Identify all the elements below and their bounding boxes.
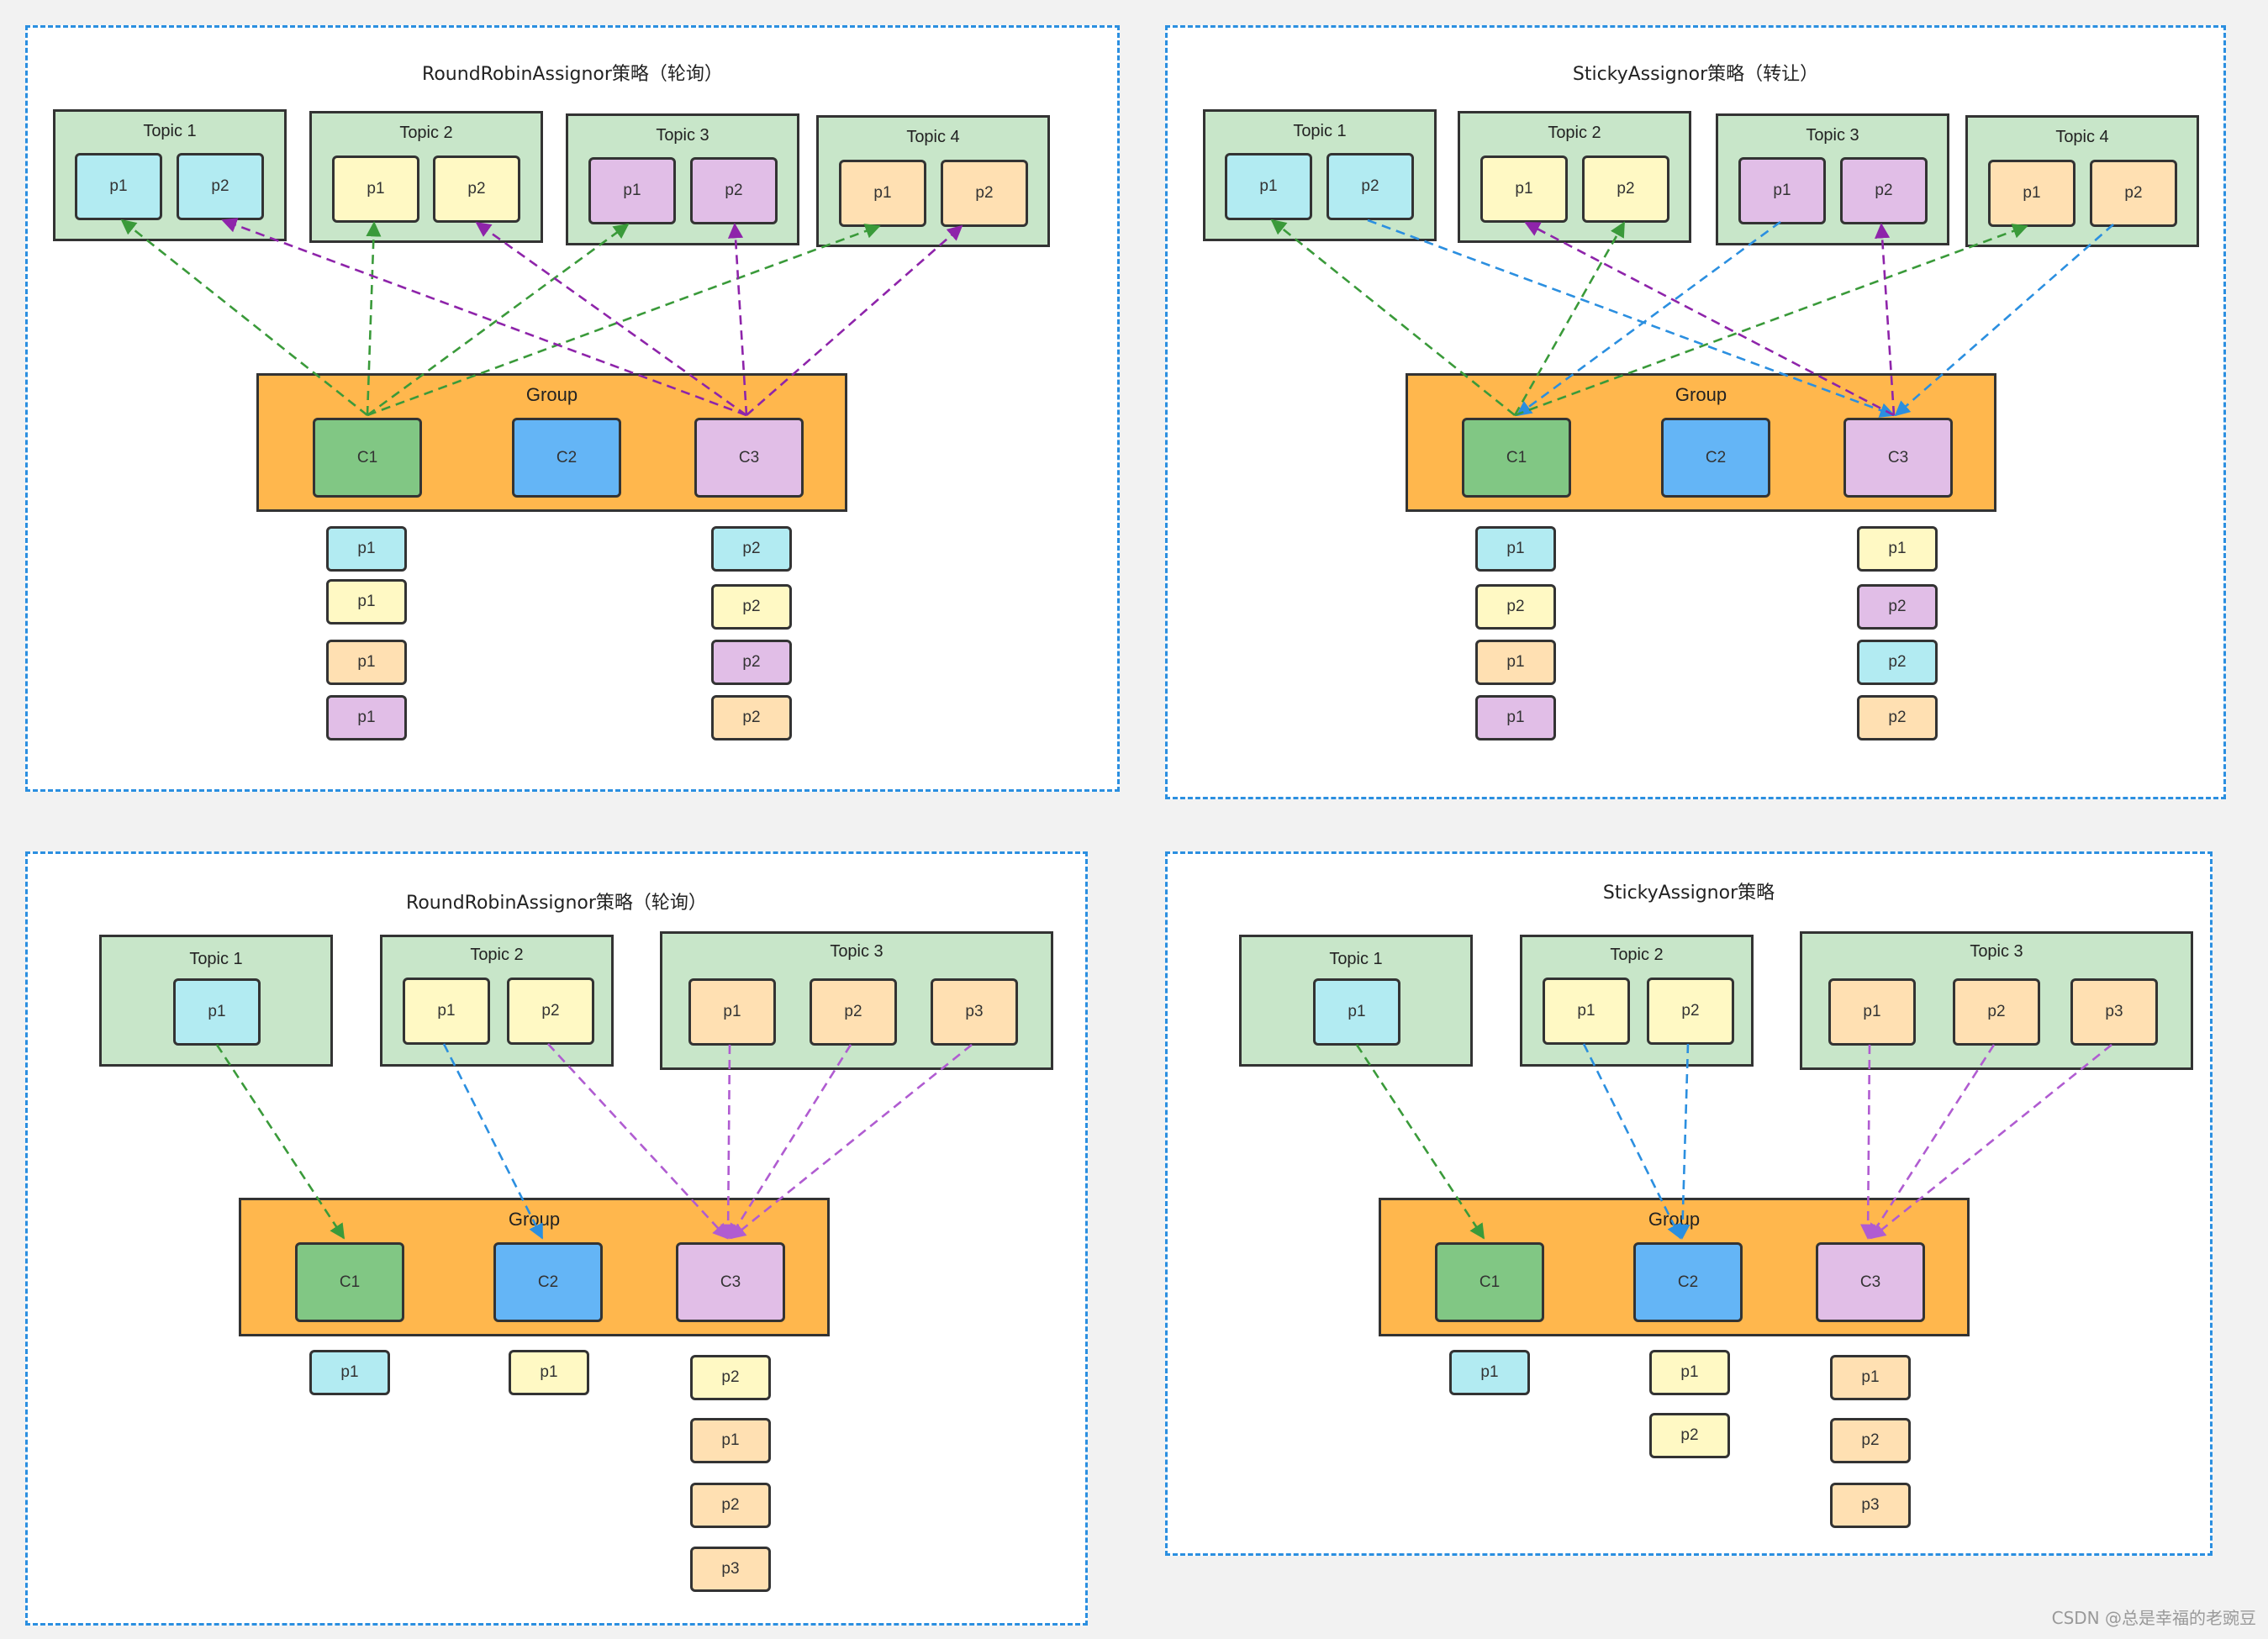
consumer-c1: C1 [1435, 1242, 1544, 1322]
c3-assigned-partition: p2 [1857, 584, 1938, 630]
topic-1-partition-p1: p1 [1313, 978, 1400, 1046]
diagram-panel-roundrobin-bottom: RoundRobinAssignor策略（轮询） Topic 1 p1 Topi… [25, 851, 1088, 1626]
c3-assigned-partition: p2 [1857, 640, 1938, 685]
consumer-c1: C1 [313, 418, 422, 498]
panel-title: StickyAssignor策略（转让） [1572, 64, 1819, 85]
c3-assigned-partition: p2 [711, 640, 792, 685]
topic-label: Topic 3 [830, 942, 883, 961]
c1-assigned-partition: p1 [309, 1350, 390, 1395]
c3-assigned-partition: p2 [711, 695, 792, 740]
c1-assigned-partition: p1 [1475, 695, 1556, 740]
topic-label: Topic 3 [1970, 942, 2023, 961]
consumer-c3: C3 [694, 418, 804, 498]
topic-4-partition-p1: p1 [1988, 160, 2075, 227]
consumer-c3: C3 [1816, 1242, 1925, 1322]
topic-label: Topic 2 [1548, 124, 1601, 142]
topic-3-partition-p1: p1 [1738, 157, 1826, 224]
topic-label: Topic 2 [399, 124, 453, 142]
topic-2-partition-p1: p1 [403, 978, 490, 1045]
c1-assigned-partition: p1 [326, 579, 407, 625]
topic-label: Topic 2 [470, 946, 524, 964]
panel-title: StickyAssignor策略 [1602, 883, 1775, 904]
c2-assigned-partition: p2 [1649, 1413, 1730, 1458]
c3-assigned-partition: p2 [711, 526, 792, 572]
topic-label: Topic 3 [1806, 126, 1859, 145]
topic-3-partition-p2: p2 [1840, 157, 1928, 224]
c3-assigned-partition: p1 [1857, 526, 1938, 572]
panel-title: RoundRobinAssignor策略（轮询） [406, 893, 707, 914]
c3-assigned-partition: p1 [1830, 1355, 1911, 1400]
topic-3-partition-p1: p1 [588, 157, 676, 224]
c3-assigned-partition: p3 [1830, 1483, 1911, 1528]
topic-label: Topic 4 [2055, 128, 2109, 146]
topic-label: Topic 1 [143, 122, 197, 140]
topic-4-partition-p1: p1 [839, 160, 926, 227]
c1-assigned-partition: p1 [326, 526, 407, 572]
c3-assigned-partition: p2 [1857, 695, 1938, 740]
consumer-c2: C2 [512, 418, 621, 498]
topic-2-partition-p2: p2 [1647, 978, 1734, 1045]
topic-1-partition-p1: p1 [173, 978, 261, 1046]
consumer-c2: C2 [1633, 1242, 1743, 1322]
topic-3-partition-p1: p1 [688, 978, 776, 1046]
panel-title: RoundRobinAssignor策略（轮询） [422, 64, 723, 85]
c2-assigned-partition: p1 [1649, 1350, 1730, 1395]
topic-2-partition-p1: p1 [1543, 978, 1630, 1045]
consumer-c2: C2 [1661, 418, 1770, 498]
group-label: Group [1648, 1209, 1701, 1230]
topic-2-partition-p2: p2 [1582, 155, 1669, 223]
group-label: Group [508, 1209, 561, 1230]
c1-assigned-partition: p1 [1475, 640, 1556, 685]
watermark: CSDN @总是幸福的老豌豆 [2051, 1608, 2256, 1628]
topic-label: Topic 4 [906, 128, 960, 146]
c1-assigned-partition: p1 [1449, 1350, 1530, 1395]
topic-2-partition-p2: p2 [433, 155, 520, 223]
c3-assigned-partition: p3 [690, 1547, 771, 1592]
topic-1-partition-p1: p1 [75, 153, 162, 220]
group-label: Group [1675, 384, 1727, 405]
consumer-c1: C1 [1462, 418, 1571, 498]
topic-1-partition-p2: p2 [1327, 153, 1414, 220]
c1-assigned-partition: p1 [326, 640, 407, 685]
topic-label: Topic 1 [189, 950, 243, 968]
topic-label: Topic 1 [1293, 122, 1347, 140]
topic-3-partition-p2: p2 [810, 978, 897, 1046]
c3-assigned-partition: p2 [690, 1355, 771, 1400]
c3-assigned-partition: p2 [690, 1483, 771, 1528]
topic-3-partition-p2: p2 [1953, 978, 2040, 1046]
topic-label: Topic 2 [1610, 946, 1664, 964]
topic-label: Topic 1 [1329, 950, 1383, 968]
topic-2-partition-p2: p2 [507, 978, 594, 1045]
topic-3-partition-p1: p1 [1828, 978, 1916, 1046]
c3-assigned-partition: p2 [1830, 1418, 1911, 1463]
topic-2-partition-p1: p1 [1480, 155, 1568, 223]
c1-assigned-partition: p1 [1475, 526, 1556, 572]
c2-assigned-partition: p1 [509, 1350, 589, 1395]
topic-2-partition-p1: p1 [332, 155, 419, 223]
c3-assigned-partition: p1 [690, 1418, 771, 1463]
consumer-c3: C3 [676, 1242, 785, 1322]
group-label: Group [525, 384, 578, 405]
topic-label: Topic 3 [656, 126, 709, 145]
topic-4-partition-p2: p2 [941, 160, 1028, 227]
c3-assigned-partition: p2 [711, 584, 792, 630]
topic-3-partition-p3: p3 [931, 978, 1018, 1046]
consumer-c1: C1 [295, 1242, 404, 1322]
diagram-panel-sticky-top: StickyAssignor策略（转让） Topic 1 p1 p2 Topic… [1165, 25, 2226, 799]
topic-4-partition-p2: p2 [2090, 160, 2177, 227]
consumer-c2: C2 [493, 1242, 603, 1322]
diagram-panel-sticky-bottom: StickyAssignor策略 Topic 1 p1 Topic 2 p1 p… [1165, 851, 2213, 1556]
c1-assigned-partition: p1 [326, 695, 407, 740]
consumer-c3: C3 [1843, 418, 1953, 498]
topic-1-partition-p2: p2 [177, 153, 264, 220]
topic-3-partition-p3: p3 [2070, 978, 2158, 1046]
topic-3-partition-p2: p2 [690, 157, 778, 224]
diagram-panel-roundrobin-top: RoundRobinAssignor策略（轮询） Topic 1 p1 p2 T… [25, 25, 1120, 792]
topic-1-partition-p1: p1 [1225, 153, 1312, 220]
c1-assigned-partition: p2 [1475, 584, 1556, 630]
